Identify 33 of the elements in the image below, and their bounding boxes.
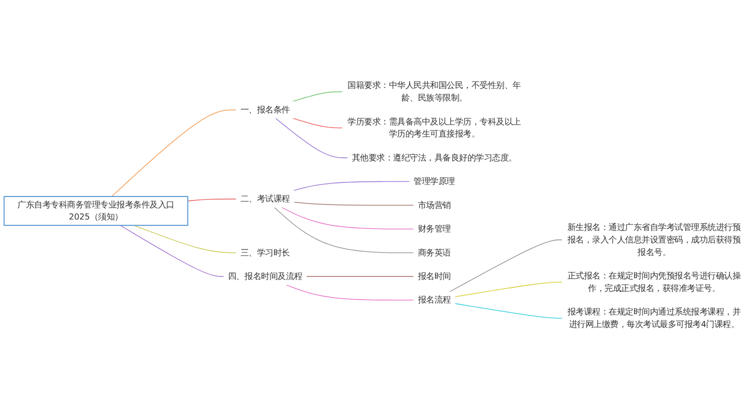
node-text: 市场营销: [418, 200, 451, 210]
node-text: 国籍要求：中华人民共和国公民，不受性别、年龄、民族等限制。: [348, 80, 521, 103]
connector: [187, 198, 237, 202]
connector: [111, 109, 237, 197]
connector: [134, 224, 237, 254]
connector: [306, 276, 414, 277]
node-text: 四、报名时间及流程: [228, 271, 302, 282]
connector: [274, 118, 348, 158]
connector: [285, 284, 414, 301]
node-text: 学历要求：需具备高中及以上学历，专科及以上学历的考生可直接报考。: [348, 116, 521, 139]
connector: [292, 91, 343, 102]
node-text: 商务英语: [418, 248, 451, 258]
node-text: 正式报名：在规定时间内凭预报名号进行确认操作，完成正式报名，获得准考证号。: [567, 270, 741, 293]
connector: [454, 303, 563, 319]
node-text: 新生报名：通过广东省自学考试管理系统进行预报名，录入个人信息并设置密码，成功后获得预报名号。: [567, 222, 741, 257]
connector: [292, 118, 343, 128]
node-text: 其他要求：遵纪守法，具备良好的学习态度。: [352, 152, 517, 162]
connector: [294, 202, 414, 206]
connector: [454, 282, 563, 298]
node-text: 一、报名条件: [240, 104, 290, 114]
connector: [281, 206, 414, 230]
node-text: 管理学原理: [414, 176, 455, 186]
node-text: 报名流程: [418, 295, 451, 305]
node-text: 报考课程：在规定时间内通过系统报考课程，并进行网上缴费，每次考试最多可报考4门课程。: [567, 306, 741, 330]
node-text: 二、考试课程: [240, 194, 290, 204]
node-text: 三、学习时长: [240, 248, 290, 258]
connector: [292, 181, 410, 192]
node-text: 财务管理: [418, 224, 451, 234]
connector: [448, 239, 563, 292]
connector: [274, 206, 414, 254]
node-box: 广东自考专科商务管理专业报考条件及入口2025（须知）: [4, 196, 188, 226]
connector: [120, 224, 224, 277]
node-text: 报名时间: [418, 271, 451, 282]
